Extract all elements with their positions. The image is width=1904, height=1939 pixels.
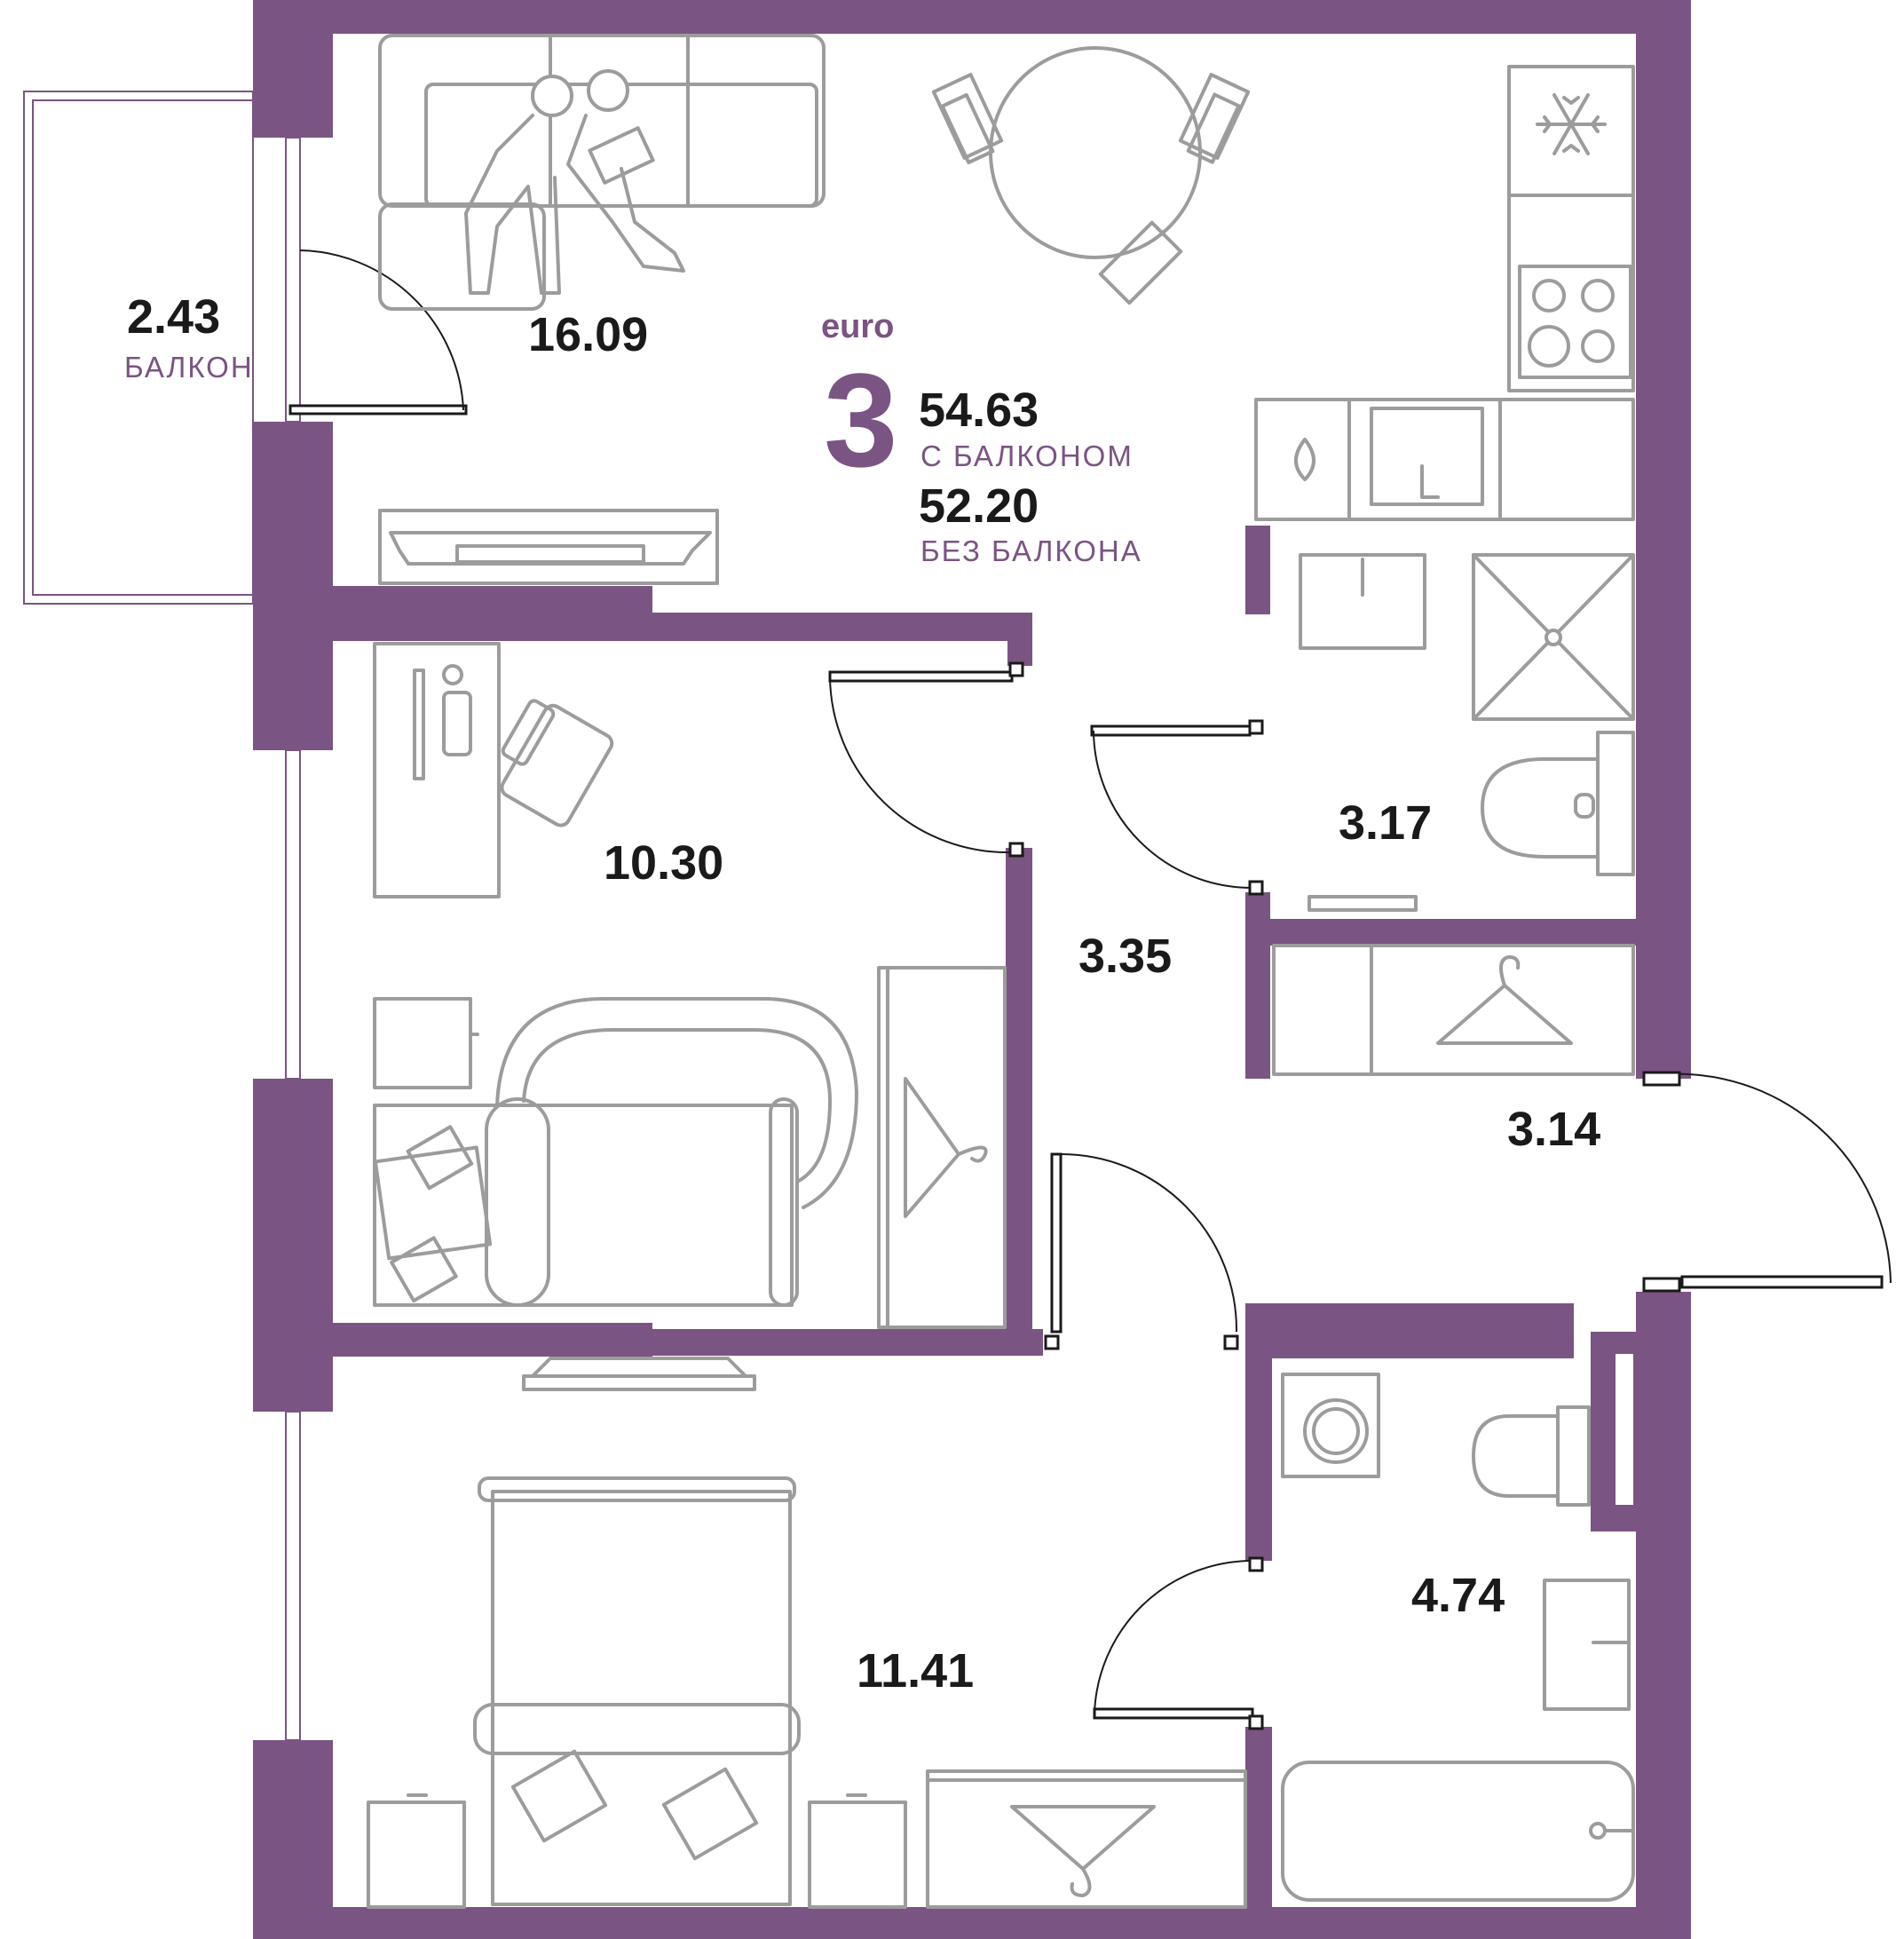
- apartment-summary: euro 3 54.63 С БАЛКОНОМ 52.20 БЕЗ БАЛКОН…: [821, 308, 1142, 567]
- shower-icon: [1472, 553, 1635, 721]
- balcony-label: БАЛКОН: [124, 351, 254, 384]
- folding-sofa-icon: [373, 997, 858, 1307]
- rooms-count: 3: [824, 345, 897, 495]
- room-area-bedroom-large: 11.41: [857, 1644, 974, 1698]
- wardrobe-large: [926, 1769, 1247, 1909]
- armchair-icon: [500, 699, 614, 827]
- with-balcony-label: С БАЛКОНОМ: [920, 439, 1134, 472]
- tv-icon: [378, 509, 719, 585]
- toilet-icon: [1481, 731, 1635, 876]
- room-labels: 2.43 БАЛКОН 16.09 10.30 3.35 3.17 3.14 4…: [124, 290, 1600, 1698]
- wardrobe-hall: [1272, 944, 1635, 1076]
- snowflake-icon: [1536, 93, 1607, 155]
- nightstand-right: [808, 1793, 907, 1909]
- desk-icon: [373, 642, 501, 898]
- shower-room-fixtures: [1299, 553, 1426, 650]
- wardrobe-small: [877, 966, 1007, 1329]
- towel-rail: [1308, 895, 1418, 912]
- doors: [288, 249, 1892, 1730]
- without-balcony-label: БЕЗ БАЛКОНА: [920, 534, 1142, 567]
- dining-table-icon: [931, 46, 1251, 305]
- room-area-bathroom: 4.74: [1411, 1569, 1505, 1622]
- tv-icon-2: [522, 1357, 756, 1391]
- hanger-icon: [904, 1077, 988, 1218]
- room-area-living: 16.09: [528, 308, 648, 361]
- type-label: euro: [821, 308, 894, 345]
- walls: [253, 0, 1691, 1939]
- hob-icon: [1518, 265, 1632, 379]
- room-area-corridor: 3.35: [1078, 930, 1172, 983]
- area-with-balcony: 54.63: [919, 384, 1039, 437]
- area-without-balcony: 52.20: [919, 479, 1039, 533]
- room-area-hall: 3.14: [1507, 1103, 1600, 1156]
- sink-icon: [1294, 407, 1484, 506]
- nightstand-left: [367, 1793, 466, 1909]
- bed-icon: [473, 1476, 801, 1906]
- room-area-bedroom-small: 10.30: [604, 836, 723, 890]
- nightstand: [373, 997, 479, 1089]
- kitchen-counter: [1254, 65, 1635, 521]
- balcony: [23, 91, 254, 605]
- people-icon: [464, 69, 685, 295]
- bathroom-sink: [1543, 1579, 1631, 1711]
- washing-machine-icon: [1281, 1373, 1380, 1478]
- toilet-icon-2: [1472, 1405, 1591, 1507]
- room-area-shower: 3.17: [1339, 796, 1432, 850]
- bathtub-icon: [1281, 1761, 1635, 1902]
- balcony-area: 2.43: [127, 290, 220, 344]
- windows: [285, 137, 301, 1741]
